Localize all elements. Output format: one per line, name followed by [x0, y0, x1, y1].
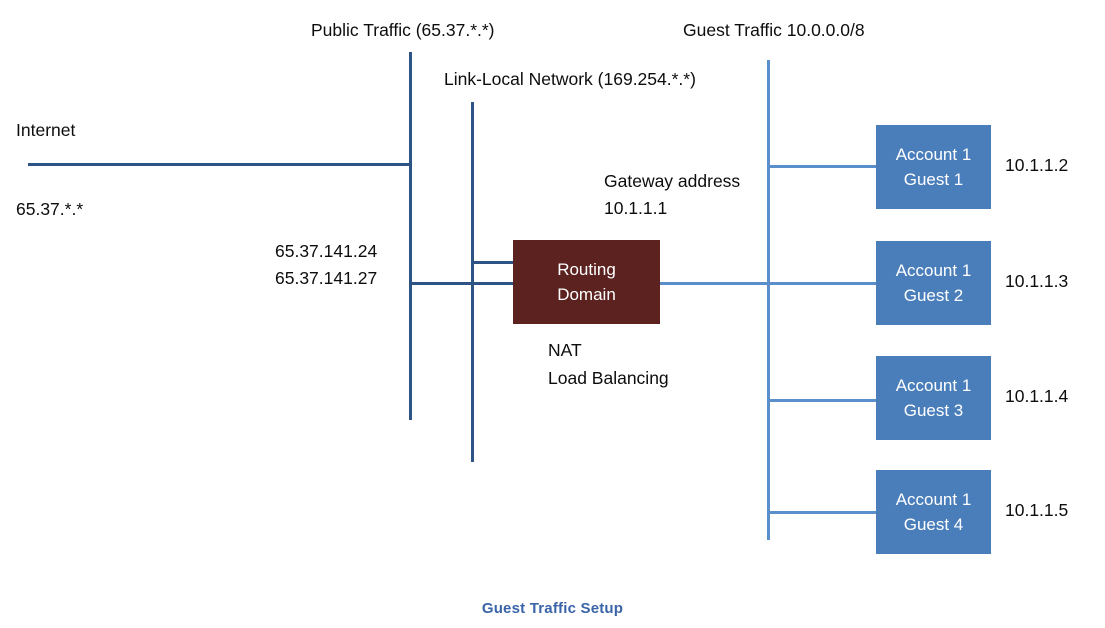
- public-traffic-bus-line: [409, 52, 412, 420]
- guest-node-2[interactable]: Account 1 Guest 2: [876, 241, 991, 325]
- guest-3-link-line: [767, 399, 878, 402]
- router-to-guest-bus-line: [658, 282, 878, 285]
- guest-4-name-label: Guest 4: [903, 515, 964, 534]
- internet-link-line: [28, 163, 412, 166]
- internet-ip-range-label: 65.37.*.*: [16, 199, 84, 219]
- public-to-router-line: [409, 282, 516, 285]
- gateway-address-title: Gateway address: [604, 171, 741, 191]
- link-local-to-router-line: [471, 261, 516, 264]
- routing-domain-node[interactable]: Routing Domain: [513, 240, 660, 324]
- guest-3-account-label: Account 1: [895, 376, 972, 395]
- guest-4-account-label: Account 1: [895, 490, 972, 509]
- public-traffic-label: Public Traffic (65.37.*.*): [311, 20, 495, 40]
- guest-node-3[interactable]: Account 1 Guest 3: [876, 356, 991, 440]
- guest-1-account-label: Account 1: [895, 145, 972, 164]
- guest-node-1[interactable]: Account 1 Guest 1: [876, 125, 991, 209]
- gateway-address-ip: 10.1.1.1: [604, 198, 668, 218]
- guest-2-ip-label: 10.1.1.3: [1005, 271, 1069, 291]
- guest-3-name-label: Guest 3: [903, 401, 964, 420]
- guest-1-name-label: Guest 1: [903, 170, 964, 189]
- diagram-caption: Guest Traffic Setup: [481, 600, 624, 617]
- guest-3-ip-label: 10.1.1.4: [1005, 386, 1069, 406]
- guest-2-account-label: Account 1: [895, 261, 972, 280]
- guest-2-name-label: Guest 2: [903, 286, 964, 305]
- guest-4-link-line: [767, 511, 878, 514]
- guest-4-ip-label: 10.1.1.5: [1005, 500, 1069, 520]
- routing-domain-label-line2: Domain: [557, 285, 616, 304]
- load-balancing-label: Load Balancing: [548, 368, 669, 388]
- routing-domain-label-line1: Routing: [557, 260, 616, 279]
- nat-label: NAT: [548, 340, 582, 360]
- link-local-network-label: Link-Local Network (169.254.*.*): [444, 69, 696, 89]
- guest-1-link-line: [767, 165, 878, 168]
- public-ip-1-label: 65.37.141.24: [275, 241, 378, 261]
- guest-node-4[interactable]: Account 1 Guest 4: [876, 470, 991, 554]
- guest-traffic-label: Guest Traffic 10.0.0.0/8: [683, 20, 865, 40]
- guest-1-ip-label: 10.1.1.2: [1005, 155, 1069, 175]
- internet-label: Internet: [16, 120, 76, 140]
- public-ip-2-label: 65.37.141.27: [275, 268, 378, 288]
- guest-traffic-bus-line: [767, 60, 770, 540]
